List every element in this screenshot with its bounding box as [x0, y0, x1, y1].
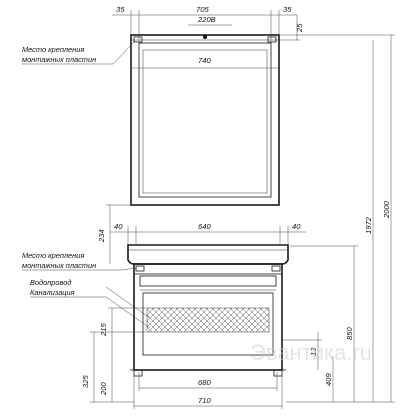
dim-label-2000: 2000	[382, 200, 391, 219]
dim-label-25: 25	[295, 23, 304, 33]
dim-label-35-right: 35	[283, 5, 292, 14]
dim-label-705: 705	[196, 5, 209, 14]
dim-label-850: 850	[345, 327, 354, 340]
dim-label-409: 409	[324, 373, 333, 386]
sink-top	[127, 244, 289, 265]
mirror-glass	[142, 49, 268, 194]
mirror-mount-plate-right	[267, 36, 277, 43]
socket-label: 220В	[197, 15, 216, 24]
dim-label-215: 215	[99, 323, 108, 337]
vanity-top-band	[133, 263, 283, 275]
mirror-mount-note: Место крепления монтажных пластин	[22, 40, 136, 65]
vanity-leg-right	[273, 369, 283, 377]
dim-label-35-left: 35	[116, 5, 125, 14]
vanity-mount-plate-right	[271, 265, 281, 272]
dim-label-680: 680	[198, 378, 211, 387]
dim-label-325: 325	[81, 375, 90, 388]
note-mount-top-line2: монтажных пластин	[22, 55, 96, 64]
vanity	[127, 244, 289, 377]
leader-line	[112, 40, 136, 65]
watermark: Эвантика.ru	[250, 340, 372, 365]
leader-line	[105, 296, 151, 329]
vanity-open-shelf	[142, 292, 274, 356]
dim-label-234: 234	[97, 229, 106, 243]
vanity-leg-left	[133, 369, 143, 377]
top-dimension-chain: 35 705 35 220В 740 25	[112, 5, 304, 69]
dim-label-640: 640	[198, 222, 211, 231]
mirror-mount-plate-left	[133, 36, 143, 43]
leader-line	[105, 286, 151, 319]
dim-label-710: 710	[198, 396, 211, 405]
dim-label-40-left: 40	[114, 222, 123, 231]
note-mount-top-line1: Место крепления	[22, 45, 84, 54]
note-sewer: Канализация	[30, 288, 75, 297]
vanity-top-dimension-chain: 40 640 40 234	[97, 204, 306, 264]
right-vertical-dims: 13 409 850 1972 2000	[279, 34, 395, 403]
leader-line	[120, 267, 138, 271]
vanity-mount-plate-left	[135, 265, 145, 272]
dim-label-40-right: 40	[292, 222, 301, 231]
vanity-mount-note: Место крепления монтажных пластин Водопр…	[22, 251, 151, 329]
left-vertical-dims: 215 325 200	[81, 307, 146, 403]
vanity-drawer	[139, 275, 277, 287]
bottom-dimension-chain: 680 710	[133, 372, 283, 409]
dim-label-740: 740	[198, 56, 211, 65]
dim-label-200: 200	[99, 382, 108, 396]
mirror-inner-frame	[138, 42, 272, 198]
plumbing-zone	[146, 307, 270, 333]
note-mount-mid-line2: монтажных пластин	[22, 261, 96, 270]
note-mount-mid-line1: Место крепления	[22, 251, 84, 260]
mirror	[130, 34, 280, 206]
socket-icon	[203, 35, 207, 39]
note-water: Водопровод	[30, 278, 71, 287]
dim-label-13: 13	[309, 347, 318, 356]
dim-label-1972: 1972	[364, 216, 373, 234]
